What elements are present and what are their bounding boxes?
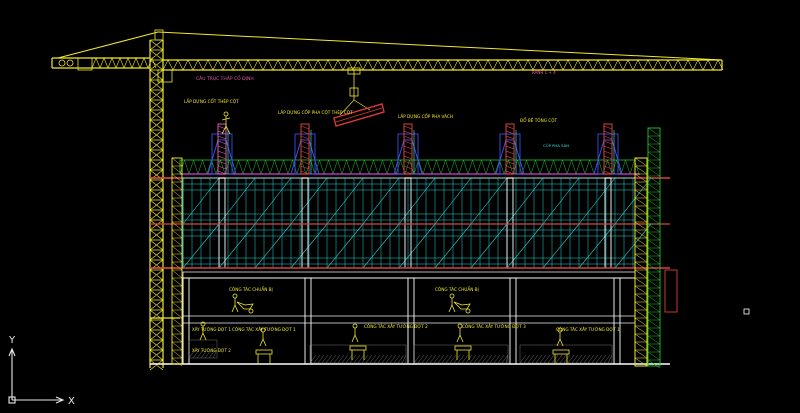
label-lap-dung-cop-pha-cot: LẮP DỰNG CỐP PHA CỘT THÉP CỘT bbox=[278, 110, 353, 115]
label-xay-tuong-left-1: XÂY TƯỜNG ĐỢT 1 bbox=[192, 327, 231, 332]
label-do-be-tong-cot: ĐỔ BÊ TÔNG CỘT bbox=[520, 118, 558, 123]
crane-jib bbox=[57, 31, 724, 71]
worker bbox=[456, 323, 464, 343]
label-xay-tuong-left-2: XÂY TƯỜNG ĐỢT 2 bbox=[192, 348, 231, 353]
label-lap-dung-cot-thep: LẮP DỰNG CỐT THÉP CỘT bbox=[184, 99, 239, 104]
worker bbox=[556, 327, 564, 347]
roof-worker bbox=[221, 111, 231, 135]
boom-dimension: RANH 1 + 4 bbox=[532, 70, 556, 75]
worker bbox=[231, 293, 254, 314]
worker bbox=[199, 321, 207, 341]
scaffold-floor bbox=[182, 177, 652, 225]
label-xay-tuong-4: CÔNG TÁC XÂY TƯỜNG ĐỢT 1 bbox=[556, 327, 620, 332]
label-cop-pha-san: CỐP PHA SÀN bbox=[543, 143, 569, 148]
worker bbox=[259, 327, 267, 347]
wall-hatch bbox=[188, 339, 218, 359]
label-chuan-bi-1: CÔNG TÁC CHUẨN BỊ bbox=[229, 287, 273, 292]
trestle bbox=[454, 345, 472, 360]
roof-columns bbox=[207, 111, 623, 175]
label-xay-tuong-2: CÔNG TÁC XÂY TƯỜNG ĐỢT 2 bbox=[364, 324, 428, 329]
roof-column bbox=[393, 123, 423, 175]
wall-hatch bbox=[309, 344, 407, 364]
worker bbox=[351, 323, 359, 343]
worker bbox=[448, 293, 471, 314]
crane-note: CẦU TRỤC THÁP CỐ ĐỊNH bbox=[196, 74, 254, 82]
label-xay-tuong-3: CÔNG TÁC XÂY TƯỜNG ĐỢT 3 bbox=[462, 324, 526, 329]
trestle bbox=[552, 349, 570, 364]
right-hoist bbox=[171, 127, 678, 369]
scaffold-frame bbox=[150, 177, 670, 269]
ucs-x-label: X bbox=[68, 396, 75, 407]
label-chuan-bi-2: CÔNG TÁC CHUẨN BỊ bbox=[435, 287, 479, 292]
wall-hatch bbox=[519, 344, 613, 364]
workers bbox=[199, 293, 570, 364]
tower-crane bbox=[51, 29, 724, 371]
label-lap-dung-cop-pha-vach: LẮP DỰNG CỐP PHA VÁCH bbox=[398, 114, 453, 119]
trestle bbox=[255, 349, 273, 364]
ucs-icon bbox=[8, 347, 65, 404]
crane-hook bbox=[339, 67, 371, 116]
ucs-y-label: Y bbox=[8, 335, 16, 346]
cursor-marker bbox=[743, 308, 750, 315]
roof-column bbox=[495, 123, 525, 175]
crane-mast bbox=[149, 39, 164, 371]
roof-column bbox=[290, 123, 320, 175]
trestle bbox=[349, 345, 367, 360]
crane-counter-jib bbox=[51, 57, 157, 71]
suspended-beam bbox=[333, 103, 385, 127]
roof-column bbox=[593, 123, 623, 175]
label-xay-tuong-1: CÔNG TÁC XÂY TƯỜNG ĐỢT 1 bbox=[232, 327, 296, 332]
